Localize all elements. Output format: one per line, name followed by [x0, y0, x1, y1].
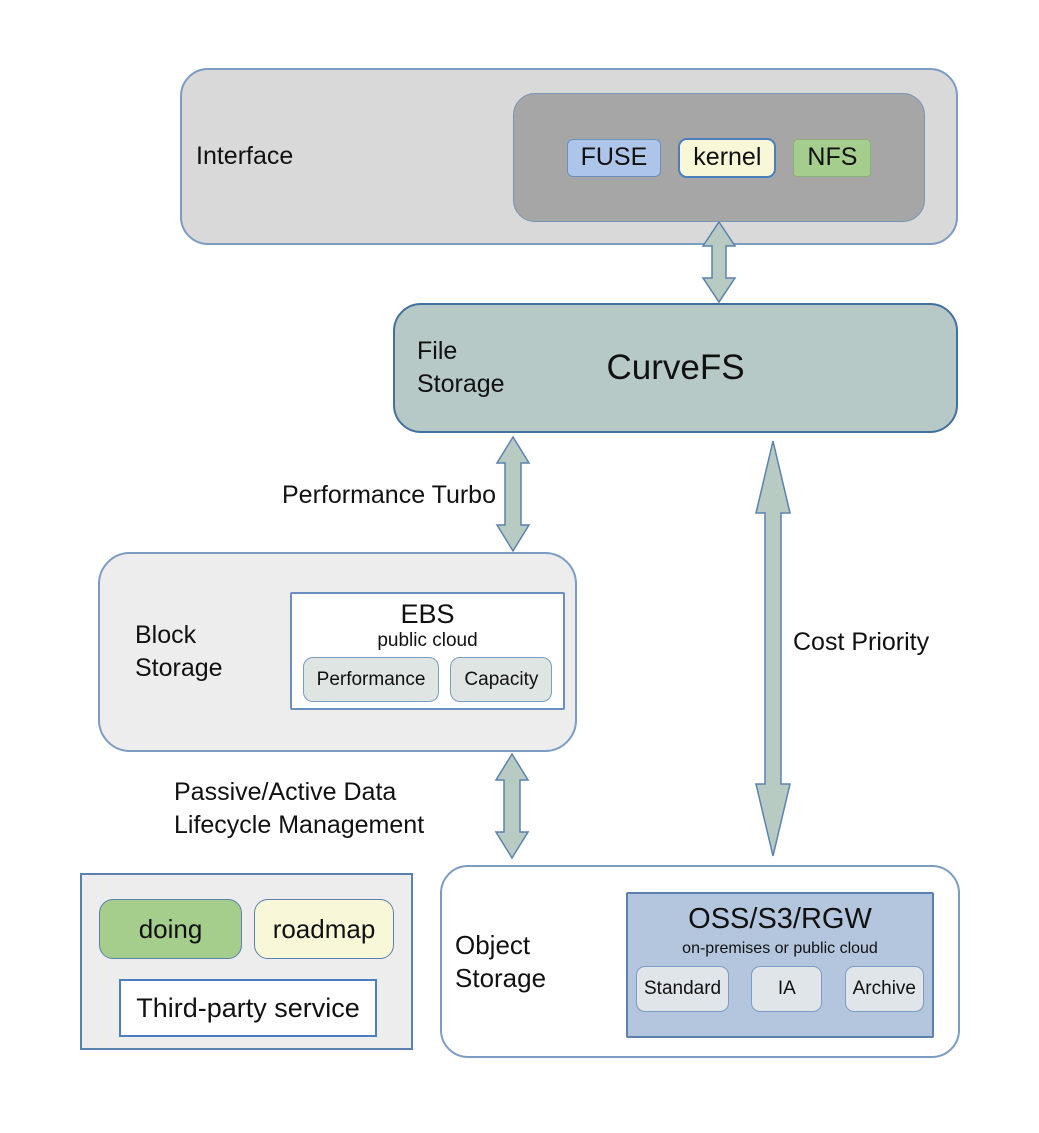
block-storage-label: Block Storage — [135, 621, 223, 682]
legend-third-party: Third-party service — [119, 979, 377, 1037]
ebs-group: EBS public cloud Performance Capacity — [290, 592, 565, 710]
interface-section: Interface FUSE kernel NFS — [180, 68, 958, 245]
oss-group: OSS/S3/RGW on-premises or public cloud S… — [626, 892, 934, 1038]
performance-turbo-label: Performance Turbo — [282, 481, 496, 509]
capacity-tier: Capacity — [450, 657, 553, 702]
legend-doing: doing — [99, 899, 242, 959]
lifecycle-label: Passive/Active Data Lifecycle Management — [174, 778, 425, 839]
block-storage-section: Block Storage EBS public cloud Performan… — [98, 552, 577, 752]
legend-roadmap: roadmap — [254, 899, 394, 959]
interface-client-group: FUSE kernel NFS — [513, 93, 925, 222]
oss-subtitle: on-premises or public cloud — [682, 940, 878, 957]
fuse-badge: FUSE — [566, 138, 662, 177]
file-storage-label: File Storage — [417, 337, 505, 398]
ia-tier: IA — [751, 966, 823, 1012]
ebs-tier-row: Performance Capacity — [292, 657, 563, 702]
nfs-badge: NFS — [793, 138, 872, 177]
oss-title: OSS/S3/RGW — [688, 903, 872, 935]
legend: doing roadmap Third-party service — [80, 873, 413, 1050]
object-storage-label: Object Storage — [455, 929, 547, 993]
curvefs-title: CurveFS — [606, 348, 745, 387]
arrow-curvefs-object — [755, 440, 791, 857]
oss-tier-row: Standard IA Archive — [628, 966, 932, 1012]
arrow-curvefs-block — [495, 435, 531, 553]
arrow-block-object — [494, 752, 530, 860]
ebs-title: EBS — [400, 599, 455, 629]
cost-priority-label: Cost Priority — [793, 628, 930, 656]
object-storage-section: Object Storage OSS/S3/RGW on-premises or… — [440, 865, 960, 1058]
kernel-badge: kernel — [678, 137, 777, 178]
ebs-subtitle: public cloud — [377, 630, 478, 651]
performance-tier: Performance — [302, 657, 440, 702]
file-storage-section: File Storage CurveFS — [393, 303, 958, 433]
archive-tier: Archive — [844, 966, 924, 1012]
interface-label: Interface — [196, 142, 294, 170]
standard-tier: Standard — [636, 966, 730, 1012]
